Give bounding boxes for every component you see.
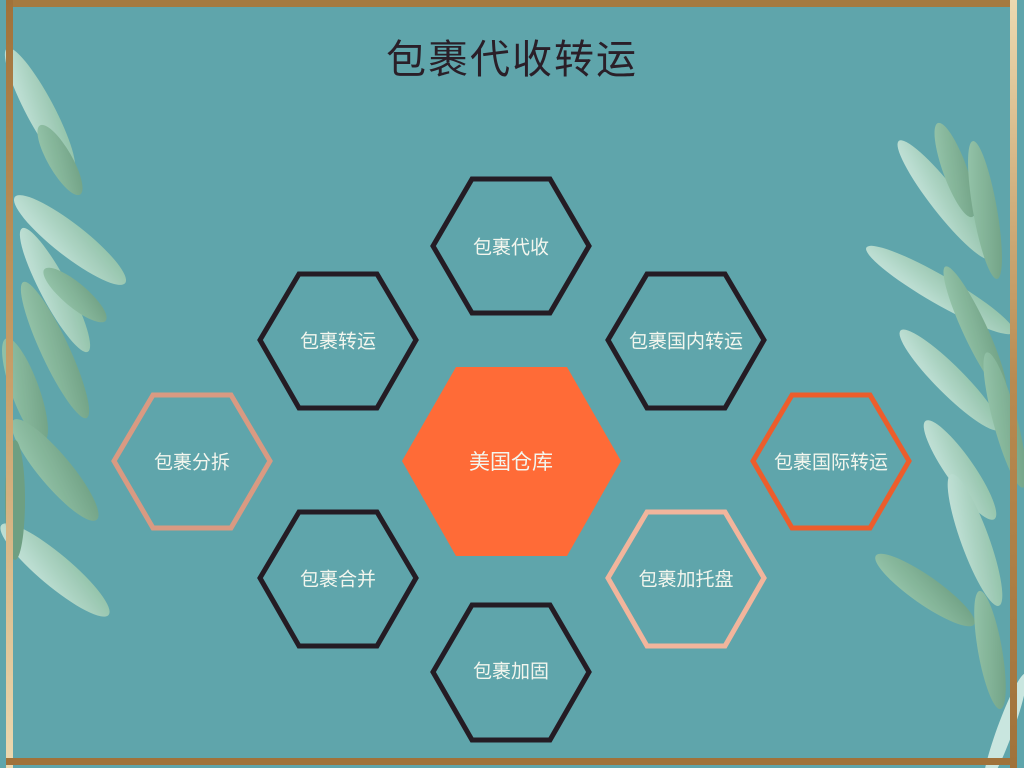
page-title: 包裹代收转运 bbox=[386, 37, 638, 83]
node-label-right: 包裹国际转运 bbox=[773, 451, 889, 474]
hexagon-upper-left bbox=[257, 271, 419, 411]
node-label-lower-left: 包裹合并 bbox=[299, 568, 377, 591]
hexagon-center bbox=[402, 367, 621, 556]
node-label-bottom: 包裹加固 bbox=[472, 660, 550, 683]
node-label-top: 包裹代收 bbox=[472, 236, 550, 259]
node-label-upper-left: 包裹转运 bbox=[299, 330, 377, 353]
node-label-left: 包裹分拆 bbox=[153, 451, 231, 474]
hexagon-upper-right bbox=[605, 271, 767, 411]
center-node-label: 美国仓库 bbox=[469, 450, 553, 474]
node-label-upper-right: 包裹国内转运 bbox=[628, 330, 744, 353]
hexagon-top bbox=[430, 176, 592, 316]
node-label-lower-right: 包裹加托盘 bbox=[638, 568, 734, 591]
gold-frame bbox=[6, 0, 1017, 768]
hexagon-lower-right bbox=[605, 509, 767, 649]
right-leaf-cluster-icon bbox=[866, 122, 1024, 768]
hexagon-right bbox=[750, 392, 912, 531]
left-leaf-cluster-icon bbox=[0, 47, 127, 617]
hexagon-left bbox=[111, 392, 273, 531]
hexagon-lower-left bbox=[257, 509, 419, 649]
hexagon-bottom bbox=[430, 602, 592, 743]
